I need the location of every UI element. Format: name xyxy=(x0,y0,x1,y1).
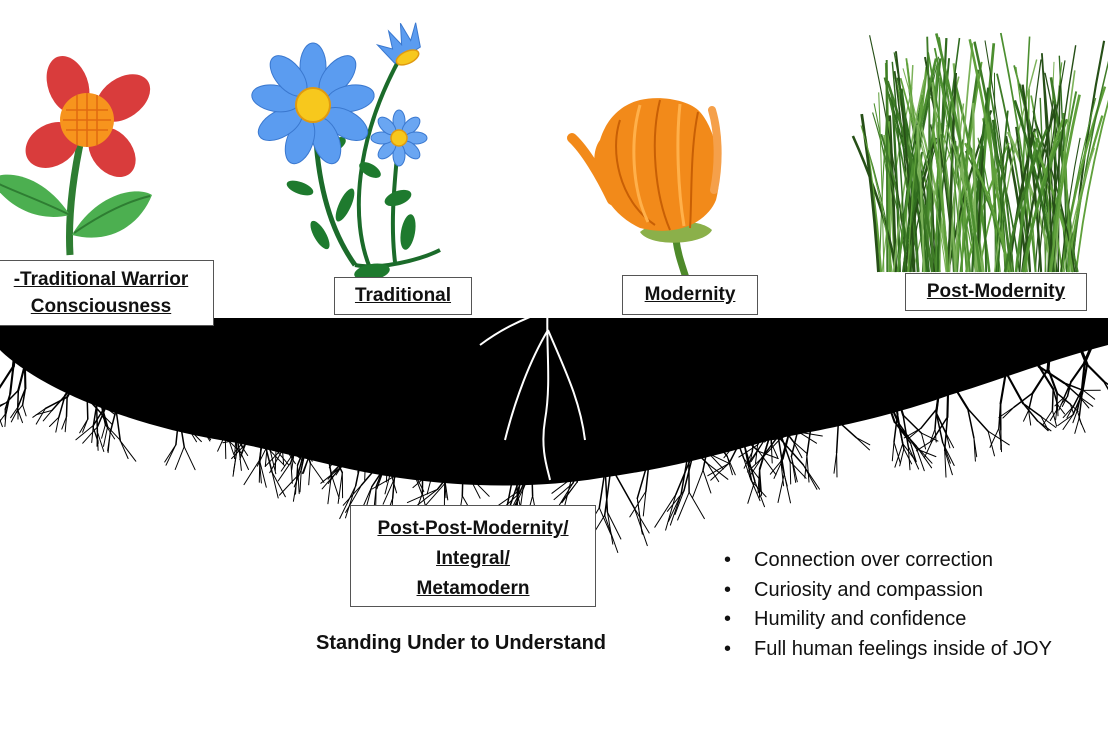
orange-flower-icon xyxy=(567,98,722,280)
stage-label-post-modernity: Post-Modernity xyxy=(905,273,1087,311)
stage-label-ppm-line1: Post-Post-Modernity/ xyxy=(377,518,569,539)
stage-label-pre-traditional-line2: Consciousness xyxy=(30,296,172,317)
stage-label-post-modernity-text: Post-Modernity xyxy=(926,281,1066,302)
stage-label-ppm-line3: Metamodern xyxy=(416,578,530,599)
stage-label-traditional-text: Traditional xyxy=(354,285,452,306)
grass-icon xyxy=(851,32,1108,273)
stage-label-post-post-modernity: Post-Post-Modernity/ Integral/ Metamoder… xyxy=(350,505,596,607)
caption-text: Standing Under to Understand xyxy=(316,632,606,654)
bullet-item: Full human feelings inside of JOY xyxy=(722,635,1052,665)
stage-label-pre-traditional: -Traditional Warrior Consciousness xyxy=(0,260,214,326)
bullet-item: Humility and confidence xyxy=(722,605,1052,635)
bullet-list: Connection over correction Curiosity and… xyxy=(722,546,1052,664)
stage-label-traditional: Traditional xyxy=(334,277,472,315)
bullet-item: Curiosity and compassion xyxy=(722,576,1052,606)
red-flower-icon xyxy=(0,55,152,256)
stage-label-modernity: Modernity xyxy=(622,275,758,315)
stage-label-modernity-text: Modernity xyxy=(644,284,736,305)
bullet-item: Connection over correction xyxy=(722,546,1052,576)
blue-flower-icon xyxy=(251,22,441,281)
roots-icon xyxy=(0,299,1108,577)
stage-label-ppm-line2: Integral/ xyxy=(436,548,510,569)
stage-label-pre-traditional-line1: -Traditional Warrior xyxy=(13,269,189,290)
